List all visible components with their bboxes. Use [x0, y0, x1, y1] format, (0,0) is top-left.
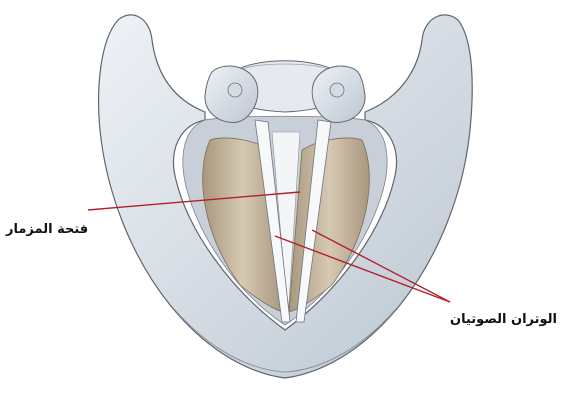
- vocal-cords-label: الوتران الصوتيان: [450, 312, 557, 327]
- glottis-label: فتحة المزمار: [6, 222, 88, 237]
